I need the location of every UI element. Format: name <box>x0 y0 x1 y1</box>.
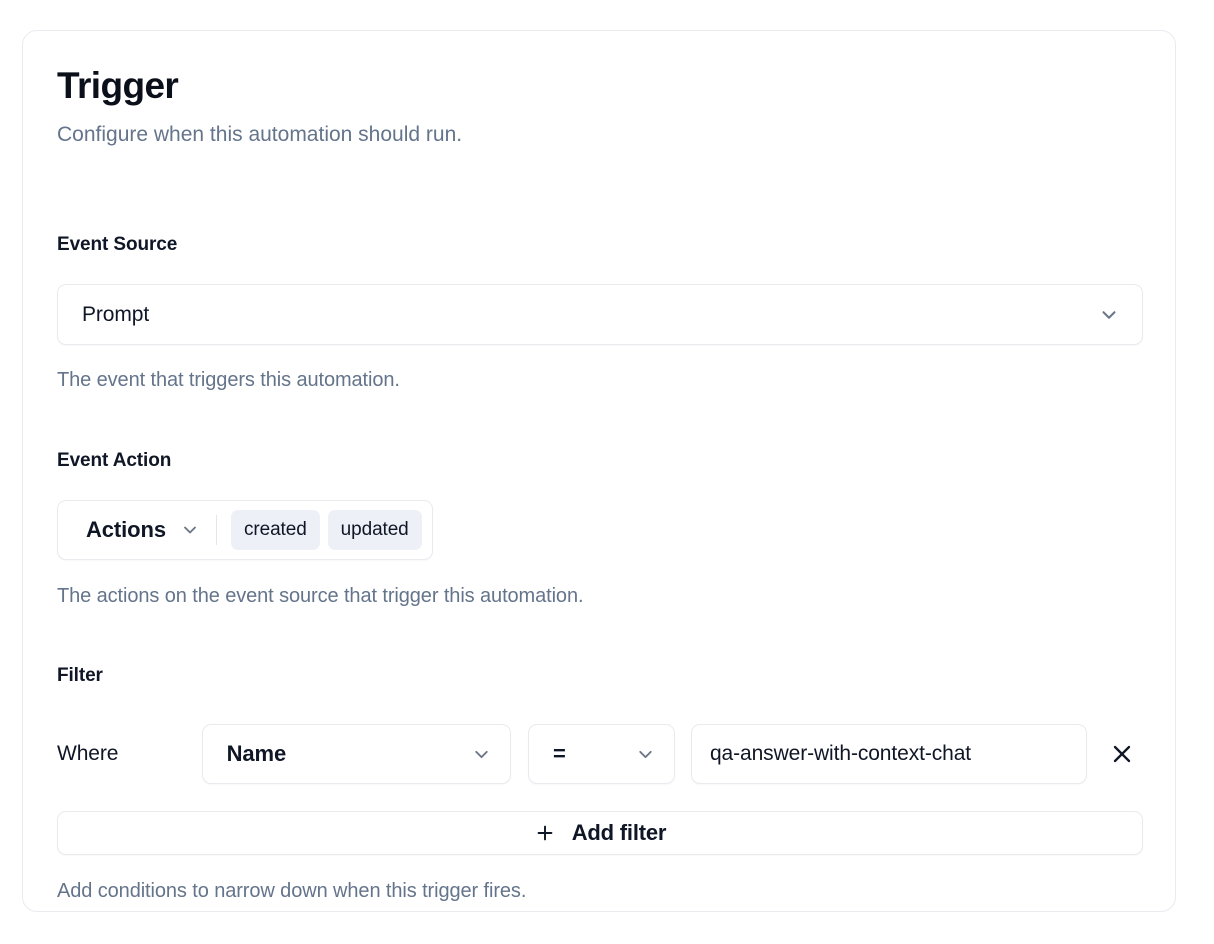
filter-help: Add conditions to narrow down when this … <box>57 880 527 902</box>
trigger-card: Trigger Configure when this automation s… <box>22 30 1176 912</box>
filter-value-text: qa-answer-with-context-chat <box>709 742 972 765</box>
event-action-dropdown[interactable]: Actions <box>80 516 216 544</box>
event-action-label: Event Action <box>57 450 172 471</box>
event-action-chips: created updated <box>230 510 422 550</box>
page-title: Trigger <box>57 65 179 106</box>
event-action-dropdown-value: Actions <box>86 517 166 542</box>
event-source-select[interactable]: Prompt <box>57 284 1143 345</box>
filter-operator-value: = <box>552 741 566 766</box>
chevron-down-icon <box>1102 310 1116 319</box>
chevron-down-icon <box>639 750 652 758</box>
remove-filter-button[interactable] <box>1101 733 1143 775</box>
plus-icon <box>537 825 553 841</box>
where-label: Where <box>57 742 119 765</box>
filter-row: Where Name = qa-answer-with-context-chat <box>57 724 1143 784</box>
event-action-combo: Actions created updated <box>57 500 433 560</box>
filter-label: Filter <box>57 665 103 686</box>
add-filter-label: Add filter <box>571 820 667 845</box>
filter-operator-select[interactable]: = <box>527 724 675 784</box>
filter-field-value: Name <box>226 741 287 766</box>
event-source-help: The event that triggers this automation. <box>57 369 400 391</box>
chevron-down-icon <box>184 526 196 534</box>
event-source-label: Event Source <box>57 234 178 255</box>
event-action-chip[interactable]: created <box>230 510 320 550</box>
close-icon <box>1114 745 1131 763</box>
event-action-help: The actions on the event source that tri… <box>57 585 584 607</box>
add-filter-button[interactable]: Add filter <box>57 811 1143 855</box>
filter-value-input[interactable]: qa-answer-with-context-chat <box>690 724 1088 784</box>
event-source-value: Prompt <box>82 302 150 326</box>
combo-divider <box>215 515 217 545</box>
page-subtitle: Configure when this automation should ru… <box>57 122 463 146</box>
filter-field-select[interactable]: Name <box>201 724 511 784</box>
event-action-chip[interactable]: updated <box>327 510 422 550</box>
chevron-down-icon <box>475 750 488 758</box>
